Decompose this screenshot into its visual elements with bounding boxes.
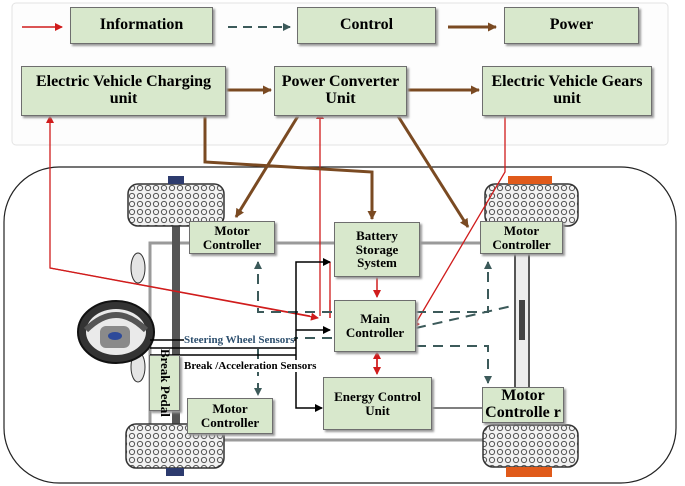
legend-information-box: Information (70, 7, 213, 44)
control-arrow-main-to-motor-rr (416, 345, 492, 384)
vehicle-outline (3, 166, 677, 484)
control-line-main-to-axle (415, 305, 513, 329)
left-axle (172, 200, 180, 440)
motor-controller-front-left: Motor Controller (189, 221, 275, 254)
power-arrow-converter-to-motor-fl (234, 115, 300, 218)
battery-storage-box: Battery Storage System (334, 222, 420, 277)
power-converter-box: Power Converter Unit (274, 66, 407, 116)
legend-power-box: Power (504, 7, 639, 44)
tire-front-left (127, 176, 225, 227)
break-pedal-box: Break Pedal (149, 349, 180, 417)
right-axle-hub (519, 300, 525, 340)
power-arrow-charging-to-battery (203, 116, 377, 220)
charging-unit-box: Electric Vehicle Charging unit (21, 66, 226, 116)
control-arrow-main-to-motor-fl (254, 261, 332, 313)
info-arrow-gears-to-main (412, 116, 506, 329)
tire-rear-right (482, 424, 579, 477)
motor-controller-rear-right: Motor Controlle r (482, 387, 564, 423)
legend-control-box: Control (297, 7, 436, 44)
steering-wheel-sensors-label: Steering Wheel Sensors (184, 334, 295, 346)
signal-arrow-to-energy (295, 330, 323, 412)
signal-arrow-to-battery (295, 258, 331, 330)
info-arrow-charging-to-main (49, 267, 319, 321)
energy-control-box: Energy Control Unit (323, 377, 432, 430)
steering-wheel-icon (77, 300, 155, 364)
gears-unit-box: Electric Vehicle Gears unit (482, 66, 652, 116)
break-pedal-label: Break Pedal (157, 348, 173, 417)
break-acceleration-sensors-label: Break /Acceleration Sensors (184, 360, 317, 372)
tire-rear-left (125, 423, 225, 476)
motor-controller-front-right: Motor Controller (480, 221, 563, 254)
power-arrow-converter-to-motor-fr (396, 115, 470, 228)
main-controller-box: Main Controller (334, 300, 416, 352)
motor-controller-rear-left: Motor Controller (187, 398, 273, 434)
front-disc (130, 252, 146, 284)
